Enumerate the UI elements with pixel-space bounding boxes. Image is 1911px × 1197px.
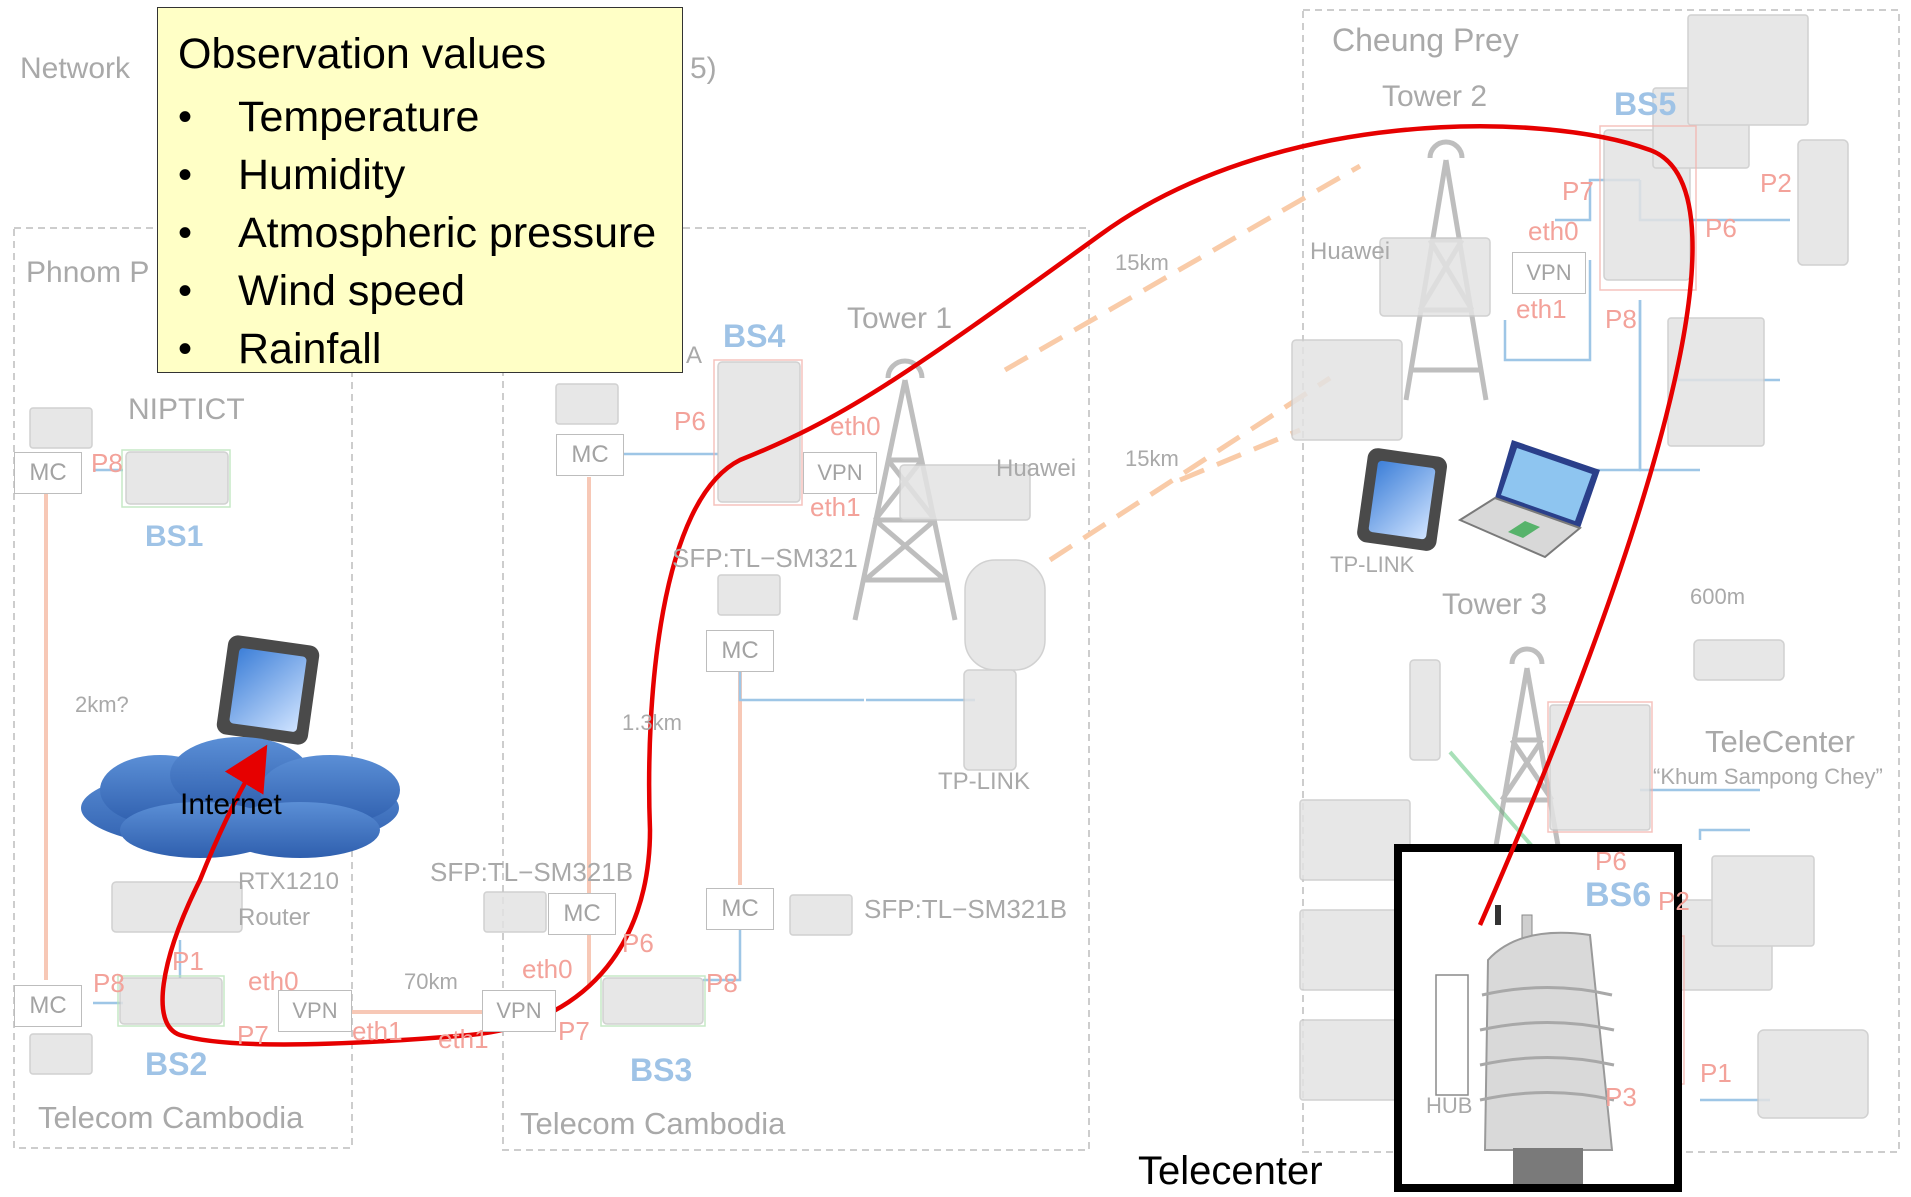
label-huawei-1: Huawei bbox=[996, 455, 1077, 482]
tablet-icon-2 bbox=[1357, 448, 1447, 551]
bullet-icon: • bbox=[178, 210, 193, 255]
observation-values-title: Observation values bbox=[178, 30, 547, 78]
port-p1: P1 bbox=[172, 946, 204, 976]
bullet-icon: • bbox=[178, 268, 193, 313]
observation-item: Wind speed bbox=[238, 266, 466, 315]
label-khum-sampong: “Khum Sampong Chey” bbox=[1653, 764, 1883, 789]
port-p7: P7 bbox=[1562, 176, 1594, 206]
label-router-model: RTX1210 bbox=[238, 868, 339, 895]
laptop-icon bbox=[1457, 440, 1600, 559]
mc-box: MC bbox=[548, 893, 616, 935]
label-sfp-3: SFP:TL−SM321B bbox=[864, 894, 1068, 924]
port-p7: P7 bbox=[237, 1020, 269, 1050]
label-telecenter-faded: TeleCenter bbox=[1705, 724, 1855, 759]
port-eth0: eth0 bbox=[248, 966, 299, 996]
distance-15km-b: 15km bbox=[1125, 446, 1179, 471]
tablet-icon bbox=[216, 635, 320, 745]
label-niptict: NIPTICT bbox=[128, 393, 245, 426]
label-tp-link-1: TP-LINK bbox=[938, 768, 1031, 795]
vpn-box: VPN bbox=[278, 990, 352, 1032]
list-item: • Atmospheric pressure bbox=[178, 204, 656, 262]
label-bs1: BS1 bbox=[145, 520, 204, 553]
label-sfp-2: SFP:TL−SM321B bbox=[430, 857, 634, 887]
label-tower-1: Tower 1 bbox=[847, 302, 953, 335]
mc-box: MC bbox=[556, 434, 624, 476]
observation-item: Rainfall bbox=[238, 324, 382, 373]
mc-box: MC bbox=[14, 985, 82, 1027]
port-eth1: eth1 bbox=[810, 492, 861, 522]
network-title: Network bbox=[20, 52, 131, 85]
label-tower-3: Tower 3 bbox=[1442, 588, 1548, 621]
port-p8: P8 bbox=[91, 448, 123, 478]
weather-station-icon bbox=[1435, 905, 1615, 1184]
port-p2: P2 bbox=[1658, 886, 1690, 916]
vpn-box: VPN bbox=[1512, 252, 1586, 294]
region-label-telecom-mid: Telecom Cambodia bbox=[520, 1106, 786, 1141]
distance-2km: 2km? bbox=[75, 692, 129, 717]
region-label-cheung-prey: Cheung Prey bbox=[1332, 22, 1519, 58]
distance-70km: 70km bbox=[404, 969, 458, 994]
label-partial-a: A bbox=[686, 342, 703, 369]
port-eth0: eth0 bbox=[522, 954, 573, 984]
port-p8: P8 bbox=[706, 968, 738, 998]
telecenter-label: Telecenter bbox=[1138, 1149, 1323, 1193]
port-p1: P1 bbox=[1700, 1058, 1732, 1088]
label-bs2: BS2 bbox=[145, 1046, 208, 1082]
label-bs4: BS4 bbox=[723, 318, 786, 354]
port-p8: P8 bbox=[1605, 304, 1637, 334]
vpn-box: VPN bbox=[803, 452, 877, 494]
port-eth1: eth1 bbox=[1516, 294, 1567, 324]
region-telecom-mid bbox=[502, 227, 1090, 1151]
list-item: • Humidity bbox=[178, 146, 656, 204]
port-eth1: eth1 bbox=[352, 1016, 403, 1046]
label-tp-link-2: TP-LINK bbox=[1330, 552, 1415, 577]
label-bs5: BS5 bbox=[1614, 86, 1677, 122]
label-hub: HUB bbox=[1426, 1093, 1473, 1118]
region-cheung-prey bbox=[1302, 9, 1900, 1153]
observation-values-callout: Observation values • Temperature • Humidit… bbox=[157, 7, 683, 373]
region-label-telecom-left: Telecom Cambodia bbox=[38, 1100, 304, 1135]
wireless-links bbox=[1003, 163, 1362, 563]
port-p6: P6 bbox=[1595, 846, 1627, 876]
port-p6: P6 bbox=[1705, 213, 1737, 243]
port-p2: P2 bbox=[1760, 168, 1792, 198]
mc-box: MC bbox=[706, 630, 774, 672]
data-route bbox=[160, 124, 1695, 1047]
region-label-phnom-penh: Phnom P bbox=[26, 256, 150, 289]
distance-15km-a: 15km bbox=[1115, 250, 1169, 275]
vpn-box: VPN bbox=[482, 990, 556, 1032]
port-eth0: eth0 bbox=[830, 411, 881, 441]
bullet-icon: • bbox=[178, 152, 193, 197]
label-huawei-2: Huawei bbox=[1310, 238, 1391, 265]
port-p3: P3 bbox=[1605, 1082, 1637, 1112]
internet-label: Internet bbox=[180, 788, 282, 821]
network-title-suffix: 5) bbox=[690, 52, 717, 85]
label-router: Router bbox=[238, 904, 311, 931]
list-item: • Wind speed bbox=[178, 262, 656, 320]
observation-values-list: • Temperature • Humidity • Atmospheric pres… bbox=[178, 88, 656, 378]
port-p8: P8 bbox=[93, 968, 125, 998]
port-eth0: eth0 bbox=[1528, 216, 1579, 246]
mc-box: MC bbox=[14, 452, 82, 494]
bullet-icon: • bbox=[178, 94, 193, 139]
label-bs3: BS3 bbox=[630, 1052, 693, 1088]
distance-1-3km: 1.3km bbox=[622, 710, 682, 735]
bullet-icon: • bbox=[178, 326, 193, 371]
list-item: • Temperature bbox=[178, 88, 656, 146]
observation-item: Atmospheric pressure bbox=[238, 208, 657, 257]
label-tower-2: Tower 2 bbox=[1382, 80, 1488, 113]
port-eth1: eth1 bbox=[438, 1024, 489, 1054]
list-item: • Rainfall bbox=[178, 320, 656, 378]
label-sfp-1: SFP:TL−SM321 bbox=[672, 543, 858, 573]
distance-600m: 600m bbox=[1690, 584, 1746, 609]
mc-box: MC bbox=[706, 888, 774, 930]
port-p7: P7 bbox=[558, 1016, 590, 1046]
port-p6: P6 bbox=[674, 406, 706, 436]
observation-item: Humidity bbox=[238, 150, 406, 199]
observation-item: Temperature bbox=[238, 92, 480, 141]
label-bs6: BS6 bbox=[1585, 876, 1652, 914]
port-p6: P6 bbox=[622, 928, 654, 958]
